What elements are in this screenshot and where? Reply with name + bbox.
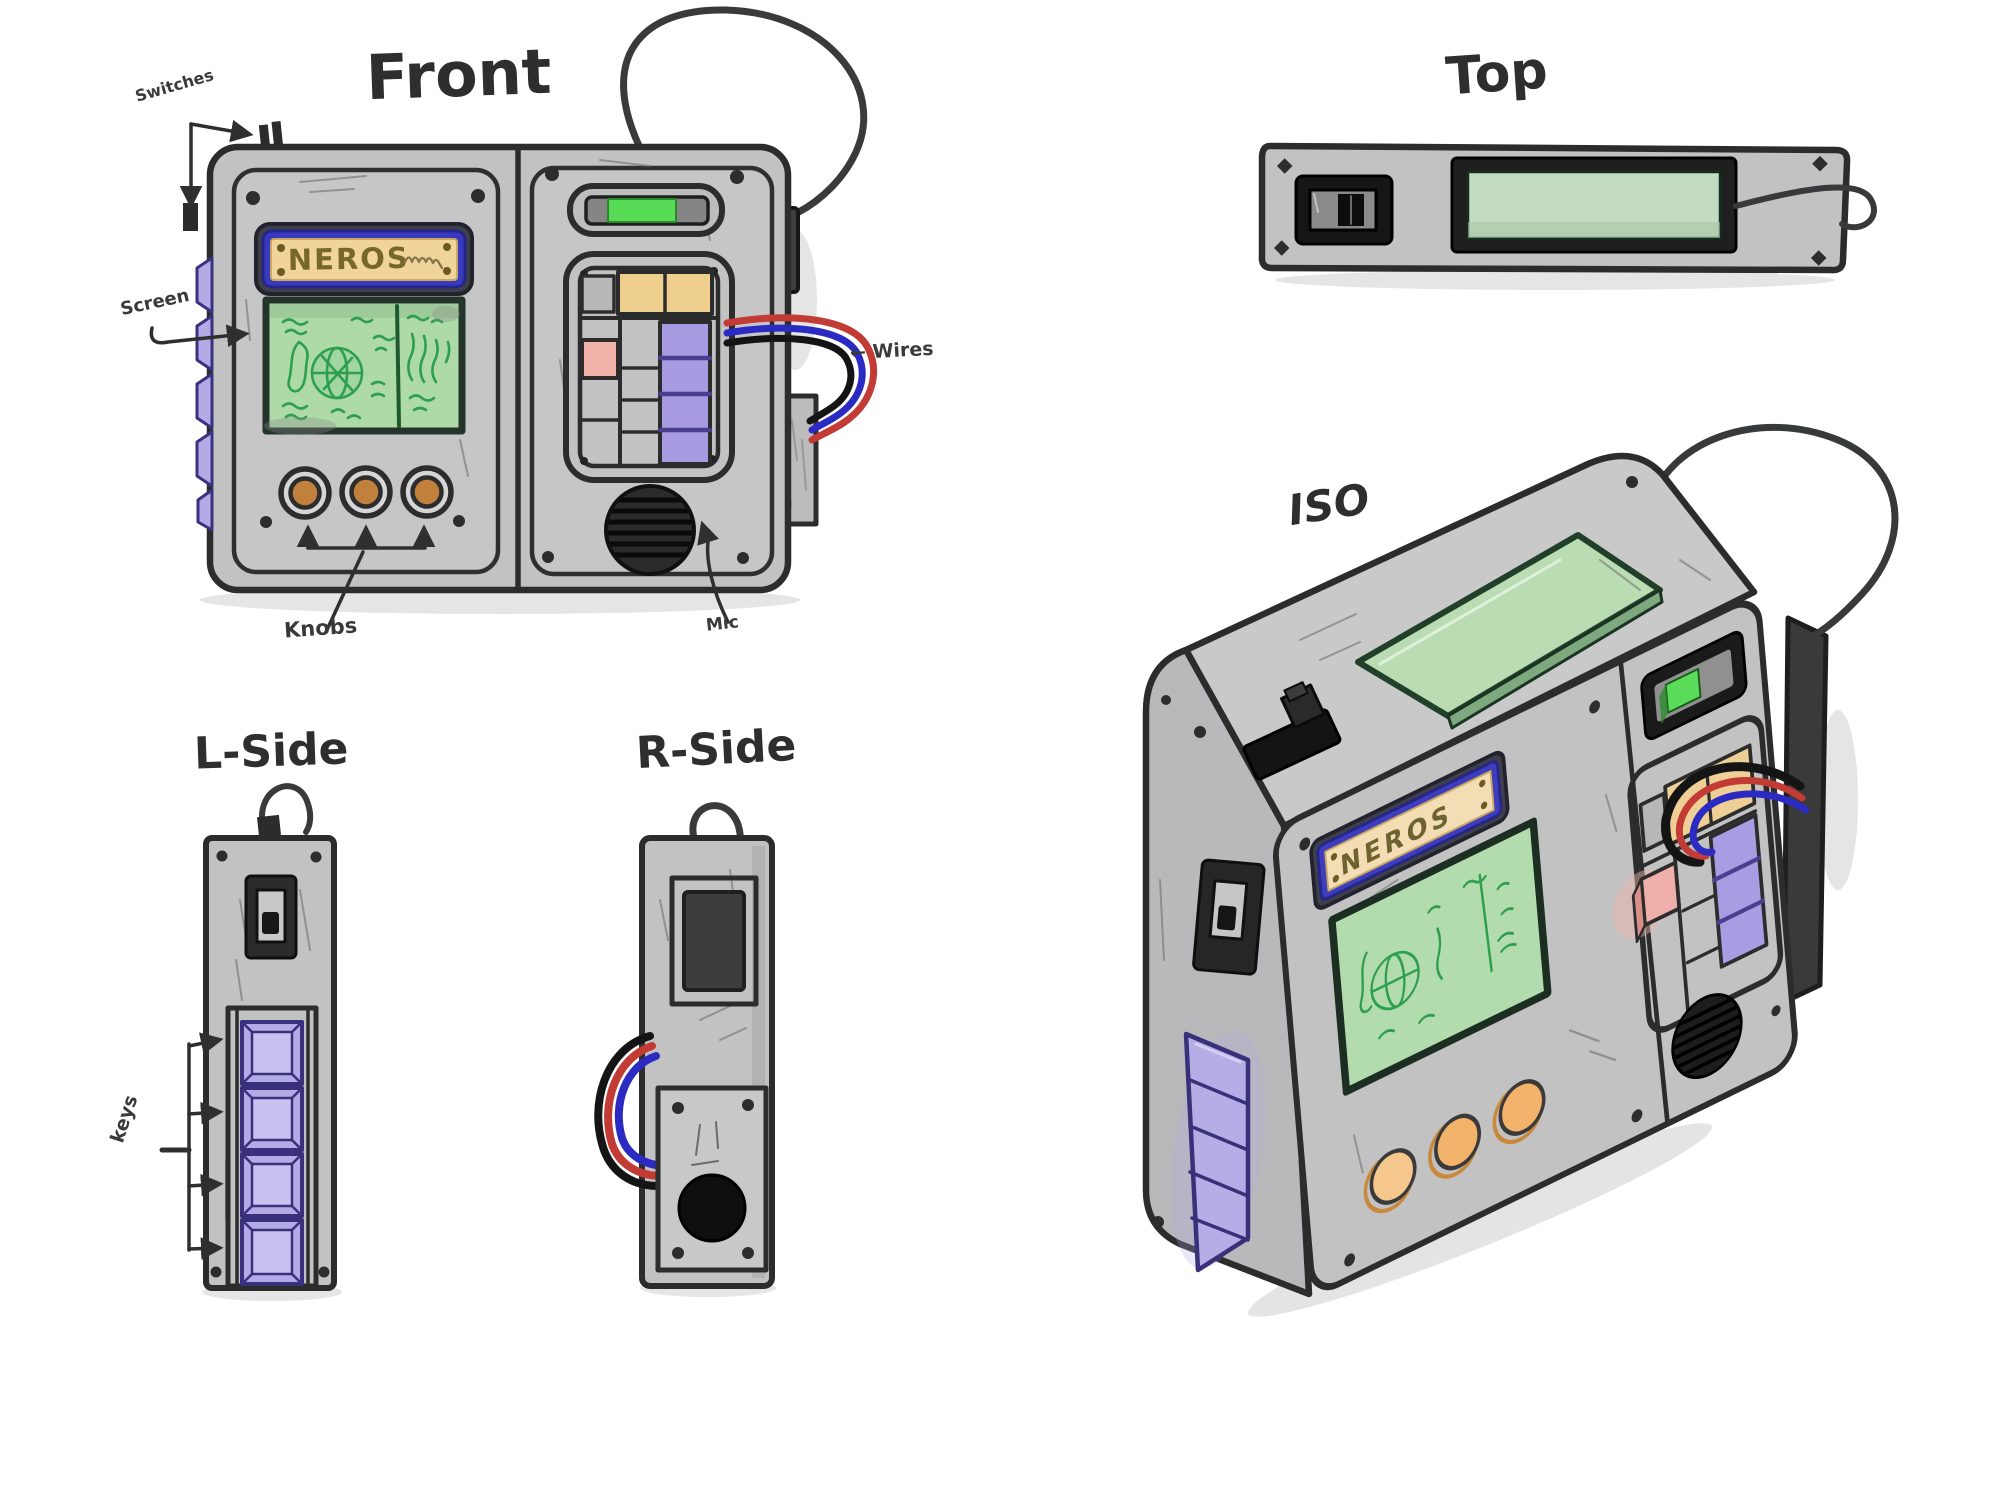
lside-port [244, 874, 298, 960]
lside-key [240, 1086, 304, 1152]
iso-top-screws [1161, 476, 1638, 738]
lside-view-title: L-Side [193, 723, 350, 780]
rside-port-hole [677, 1173, 747, 1243]
knobs-bracket [296, 524, 436, 634]
lside-connector [257, 814, 281, 838]
lside-screws [210, 850, 330, 1278]
front-mic-speaker [604, 484, 696, 576]
mic-arrow [697, 520, 730, 624]
top-view-drawing [1258, 142, 1877, 274]
nameplate: NEROS [254, 222, 474, 296]
lside-key [240, 1218, 304, 1286]
top-edge-switch [258, 121, 284, 150]
iso-keypad [1612, 715, 1784, 1033]
iso-keypad-purple [1708, 813, 1769, 969]
front-wires [723, 314, 878, 444]
mic-annotation: Mic [705, 612, 740, 636]
top-view-title: Top [1444, 40, 1550, 108]
rside-wires [594, 1032, 672, 1190]
lside-keys [225, 1005, 319, 1289]
annotation-arrows [149, 119, 730, 1260]
iso-speaker [1670, 991, 1744, 1083]
keypad-pink-key [580, 338, 620, 380]
knob-1 [278, 466, 332, 520]
top-green-panel [1450, 156, 1738, 254]
front-indicator [567, 183, 725, 237]
iso-wires [1661, 762, 1810, 867]
iso-top-switch [1242, 681, 1342, 781]
switches-arrow-right [189, 119, 254, 143]
rside-lower-plate [655, 1085, 769, 1273]
iso-front-screws [1299, 700, 1781, 1267]
top-wire [1733, 184, 1877, 231]
knobs-annotation: Knobs [283, 613, 358, 643]
top-switch [1294, 174, 1394, 246]
front-wire-loop [620, 6, 868, 217]
front-view-title: Front [364, 34, 553, 115]
left-edge-switch [183, 203, 198, 231]
brand-scribble [403, 256, 444, 270]
iso-view-drawing: NEROS [1142, 423, 1899, 1298]
iso-left-port [1192, 858, 1266, 976]
front-keypad [563, 251, 735, 483]
iso-nameplate: NEROS [1309, 750, 1510, 910]
iso-knob-3 [1492, 1079, 1546, 1145]
front-side-keys-edge [195, 256, 214, 532]
iso-knob-2 [1428, 1113, 1482, 1179]
rside-view-title: R-Side [634, 719, 798, 780]
iso-left-keys [1183, 1031, 1251, 1273]
front-screws [246, 167, 749, 564]
rside-compartment [669, 875, 759, 1007]
screen-sketch [281, 314, 451, 421]
knob-3 [400, 465, 454, 519]
keys-bracket [159, 1032, 224, 1260]
rside-view-drawing [594, 802, 775, 1289]
iso-solar-screen-panel [1355, 532, 1664, 730]
front-screen [262, 296, 466, 435]
lside-key [240, 1152, 304, 1218]
brand-text: NEROS [288, 241, 411, 277]
front-knobs [278, 465, 454, 520]
iso-knob-1 [1363, 1148, 1417, 1214]
knob-2 [339, 465, 393, 519]
wires-annotation: ← Wires [849, 337, 935, 365]
screen-arrow [149, 324, 250, 348]
iso-front-face: NEROS [1272, 600, 1798, 1291]
front-view-drawing: NEROS [183, 6, 878, 594]
lside-wire [259, 783, 314, 835]
iso-wire-loop [1648, 423, 1899, 644]
iso-screen [1328, 817, 1552, 1096]
lside-view-drawing [203, 783, 337, 1291]
iso-indicator [1640, 630, 1748, 741]
lside-key [240, 1020, 304, 1086]
iso-knobs [1363, 1079, 1546, 1214]
